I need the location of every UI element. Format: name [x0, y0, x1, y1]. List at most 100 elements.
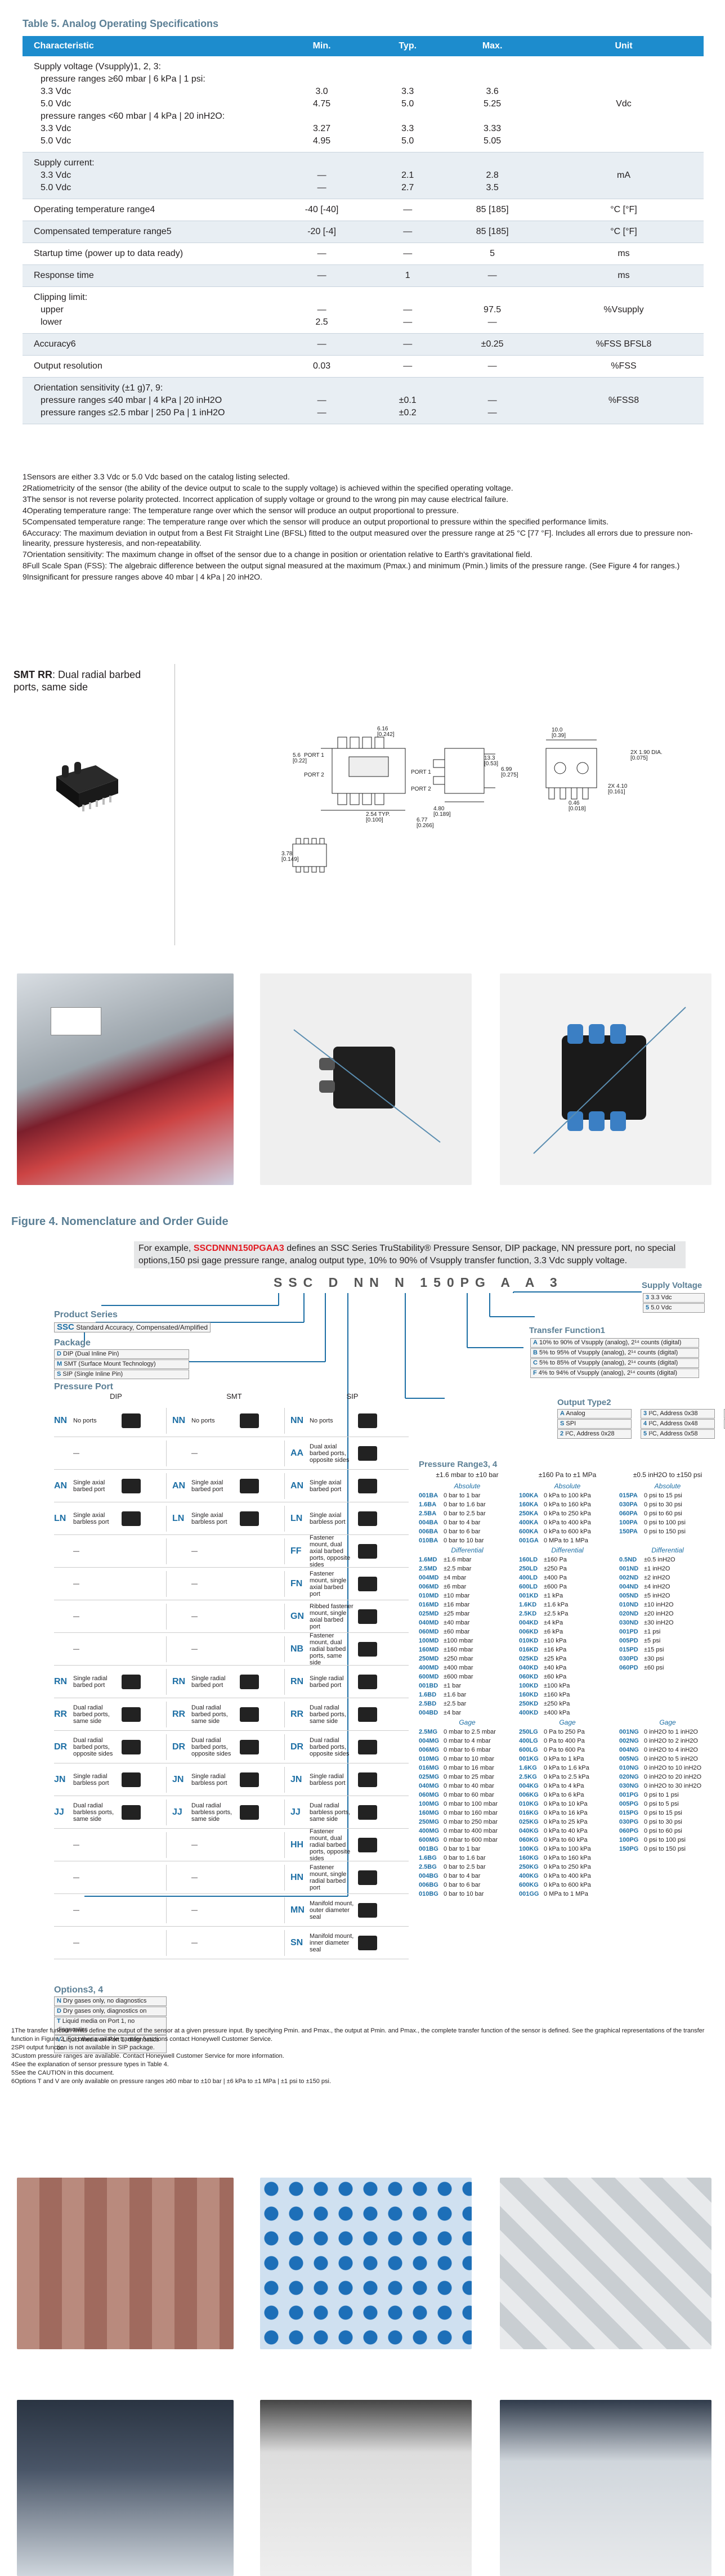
- range-code: 010BG: [419, 1891, 438, 1897]
- port-sensor-icon: [358, 1544, 377, 1559]
- range-text: 0 psi to 5 psi: [644, 1801, 679, 1807]
- range-code: 030ND: [619, 1619, 639, 1626]
- port-code: JJ: [290, 1807, 301, 1817]
- port-desc: Dual radial barbed ports, opposite sides: [73, 1737, 113, 1757]
- range-text: 0 kPa to 1 kPa: [544, 1756, 584, 1762]
- range-code: 004NG: [619, 1747, 639, 1753]
- range-text: 0 inH2O to 20 inH2O: [644, 1774, 702, 1780]
- range-code: 040KD: [519, 1664, 539, 1671]
- spec-line: Clipping limit:: [34, 293, 88, 302]
- dimension-label: [0.22]: [293, 758, 307, 764]
- range-code: 100KD: [519, 1682, 539, 1689]
- spec-cell: Output resolution: [23, 355, 269, 378]
- range-text: 0 inH2O to 30 inH2O: [644, 1783, 702, 1789]
- spec-line: —: [403, 227, 413, 236]
- spec-cell: —2.5: [269, 286, 375, 334]
- port-desc: Fastener mount, single radial barbed por…: [310, 1864, 347, 1891]
- range-code: 006BG: [419, 1882, 438, 1888]
- range-code: 020ND: [619, 1610, 639, 1617]
- range-code: 250MD: [419, 1655, 439, 1662]
- port-desc: Single axial barbed port: [310, 1479, 342, 1493]
- table5-title: Table 5. Analog Operating Specifications: [23, 18, 219, 29]
- item-code: 2: [560, 1430, 564, 1437]
- spec-cell: Supply voltage (Vsupply)1, 2, 3:pressure…: [23, 56, 269, 152]
- range-code: 006MG: [419, 1747, 440, 1753]
- range-text: ±1.6 bar: [444, 1691, 467, 1698]
- range-text: 0 kPa to 10 kPa: [544, 1801, 588, 1807]
- range-code: 060PG: [619, 1828, 639, 1834]
- spec-cell: Compensated temperature range5: [23, 221, 269, 243]
- range-code: 250KG: [519, 1864, 539, 1870]
- range-code: 006KG: [519, 1792, 539, 1798]
- port-sensor-icon: [358, 1511, 377, 1526]
- range-code: 2.5BG: [419, 1864, 437, 1870]
- port-desc: —: [73, 1940, 79, 1946]
- range-code: 001ND: [619, 1565, 639, 1572]
- range-code: 600KG: [519, 1882, 539, 1888]
- item-code: 3: [643, 1410, 647, 1417]
- range-code: 015PA: [619, 1492, 638, 1499]
- list-item: D Dry gases only, diagnostics on: [54, 2007, 167, 2016]
- spec-line: 4.95: [313, 136, 331, 146]
- figure4-footnote: 2SPI output function is not available in…: [11, 2044, 155, 2051]
- range-text: 0 mbar to 25 mbar: [444, 1774, 494, 1780]
- port-code: DR: [172, 1742, 186, 1752]
- range-text: 0 kPa to 160 kPa: [544, 1855, 591, 1861]
- spec-line: [548, 61, 699, 73]
- port-desc: —: [73, 1548, 79, 1555]
- range-code: 400MG: [419, 1828, 440, 1834]
- item-text: I²C, Address 0x48: [648, 1420, 698, 1427]
- spec-line: [379, 291, 436, 304]
- port-desc: Single radial barbless port: [73, 1773, 109, 1787]
- spec-line: Supply voltage (Vsupply)1, 2, 3:: [34, 62, 161, 71]
- port-code: AA: [290, 1448, 304, 1458]
- range-text: ±40 kPa: [544, 1664, 567, 1671]
- range-code: 015PG: [619, 1810, 639, 1816]
- item-code: M: [57, 1361, 62, 1367]
- range-text: 0 MPa to 1 MPa: [544, 1891, 588, 1897]
- options-title: Options3, 4: [54, 1985, 104, 1995]
- port-desc: —: [191, 1581, 198, 1587]
- item-code: 3: [646, 1294, 650, 1301]
- spec-line: 3.0: [315, 87, 328, 96]
- range-text: 0 inH2O to 1 inH2O: [644, 1729, 698, 1735]
- figure4-footnote: 1The transfer function limits define the…: [11, 2027, 705, 2043]
- port-cell: —: [172, 1440, 285, 1466]
- port-desc: —: [191, 1940, 198, 1946]
- smt-rr-title: SMT RR: [14, 669, 52, 680]
- figure4-title: Figure 4. Nomenclature and Order Guide: [11, 1215, 229, 1228]
- footnote: 6Accuracy: The maximum deviation in outp…: [23, 528, 693, 547]
- port-sensor-icon: [358, 1413, 377, 1428]
- spec-line: 2.8: [486, 170, 499, 180]
- range-code: 1.6KD: [519, 1601, 537, 1608]
- item-text: 5.0 Vdc: [651, 1304, 672, 1311]
- footnote: 9Insignificant for pressure ranges above…: [23, 572, 262, 581]
- item-code: 5: [643, 1430, 647, 1437]
- range-text: 0 psi to 1 psi: [644, 1792, 679, 1798]
- spec-line: [274, 157, 370, 169]
- dimension-label: [0.266]: [417, 823, 434, 829]
- item-code: A: [533, 1339, 538, 1346]
- range-text: ±6 mbar: [444, 1583, 467, 1590]
- port-desc: Manifold mount, inner diameter seal: [310, 1933, 354, 1953]
- spec-cell: 85 [185]: [441, 199, 544, 221]
